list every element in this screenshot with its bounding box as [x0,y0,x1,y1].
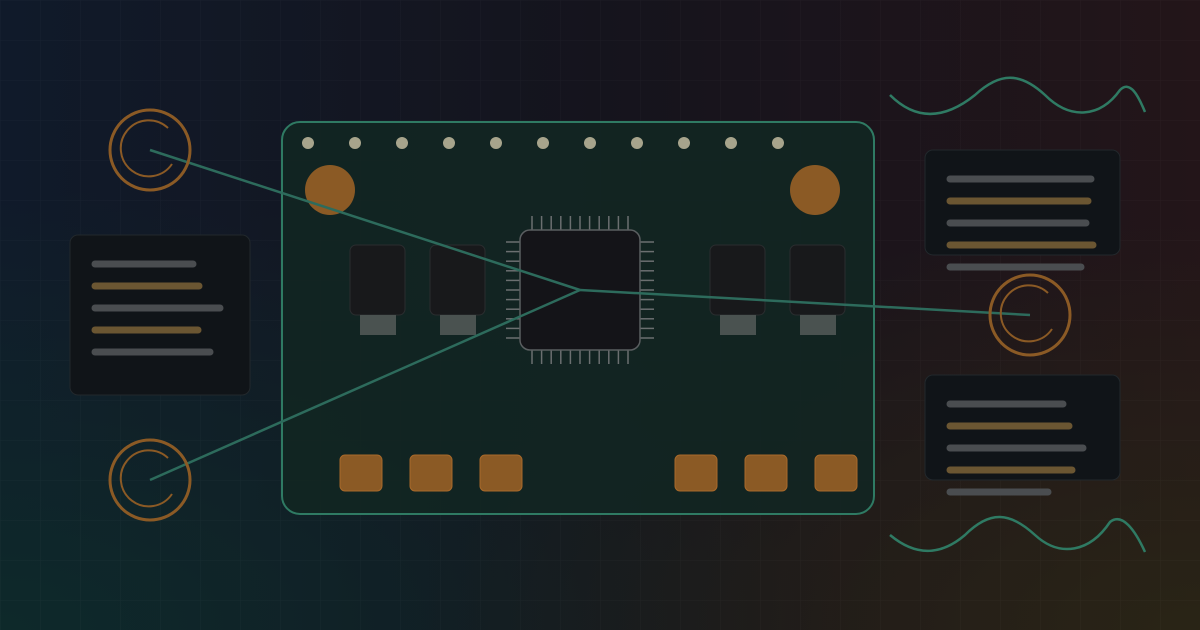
wave-bottom [889,515,1147,553]
target-ring-icon [108,438,192,522]
pin-dot [349,137,361,149]
solder-pad [814,454,858,492]
solder-pad [339,454,383,492]
target-ring-icon [988,273,1072,357]
mounting-hole-right [790,165,840,215]
trace [579,288,1031,317]
solder-pad [674,454,718,492]
info-panel-left [69,234,251,396]
pin-dot [490,137,502,149]
solder-pad [744,454,788,492]
trace [149,148,581,292]
solder-pad [409,454,453,492]
pin-dot [725,137,737,149]
target-ring-icon [108,108,192,192]
pin-dot [537,137,549,149]
pin-dot [302,137,314,149]
connection-traces [149,148,1031,482]
mounting-hole-left [305,165,355,215]
chip-pins [506,216,654,364]
pin-dot [631,137,643,149]
pin-dot [584,137,596,149]
info-panel-right-bottom [924,374,1121,496]
capacitor [789,244,846,335]
solder-pad [479,454,523,492]
capacitor [349,244,406,335]
bottom-pads [339,454,858,492]
pin-dot [396,137,408,149]
pin-dot [678,137,690,149]
header-pins [302,137,784,149]
capacitor [429,244,486,335]
info-panel-right-top [924,149,1121,271]
pin-dot [772,137,784,149]
wave-top [889,76,1147,116]
trace [149,288,581,482]
pin-dot [443,137,455,149]
